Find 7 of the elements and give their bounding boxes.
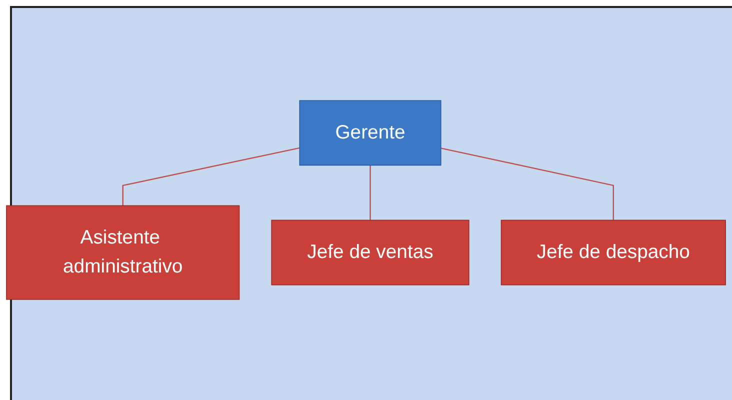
connector <box>440 148 614 220</box>
connector <box>370 165 371 220</box>
node-box: Asistente administrativo <box>6 205 240 300</box>
connector <box>122 147 300 206</box>
node-box: Jefe de ventas <box>271 220 470 286</box>
node-box: Gerente <box>299 100 442 166</box>
node-box: Jefe de despacho <box>500 220 726 286</box>
